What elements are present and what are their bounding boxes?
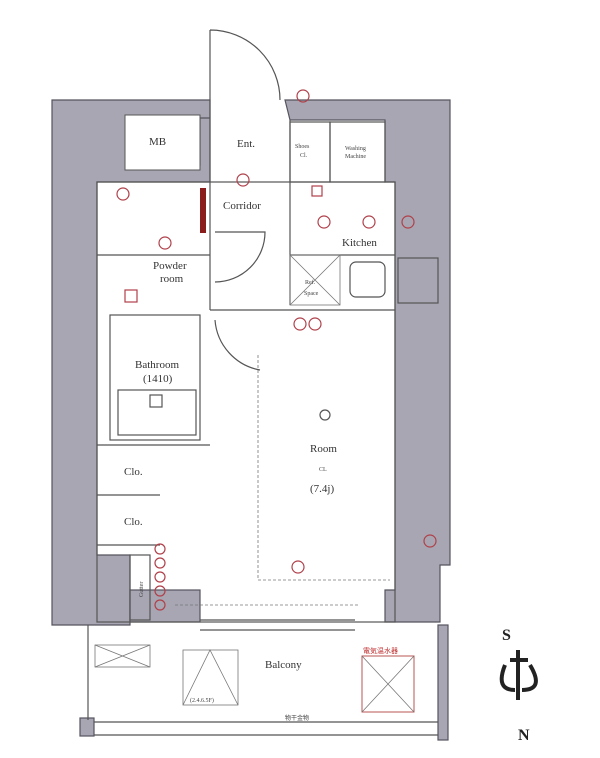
- label-ceiling-light: CL: [319, 467, 327, 473]
- label-bathroom-size: (1410): [143, 373, 173, 385]
- label-ref-space-2: Space: [304, 291, 319, 297]
- label-room-size: (7.4j): [310, 483, 334, 495]
- compass-icon: S N: [499, 627, 538, 744]
- label-ref-space-1: Ref.: [305, 279, 316, 286]
- label-room: Room: [310, 443, 337, 455]
- label-bathroom: Bathroom: [135, 359, 179, 371]
- electrical-fixtures: [116, 89, 437, 611]
- label-balcony: Balcony: [265, 659, 302, 671]
- compass-north: N: [518, 727, 530, 744]
- interior-walls: [96, 100, 439, 631]
- label-powder-room-2: room: [160, 273, 184, 285]
- label-kitchen: Kitchen: [342, 237, 377, 249]
- label-washing-machine-2: Machine: [345, 154, 366, 160]
- mb-box: [124, 114, 201, 171]
- label-laundry-hardware: 物干金物: [285, 714, 309, 722]
- electric-water-heater: [361, 655, 415, 713]
- label-gutter: Gutter: [139, 582, 145, 597]
- label-shoes-closet-1: Shoes: [295, 144, 310, 150]
- compass-south: S: [502, 627, 511, 644]
- label-mb: MB: [149, 136, 166, 148]
- label-powder-room-1: Powder: [153, 260, 187, 272]
- hatch-box: [94, 644, 151, 668]
- label-shoes-closet-2: Cl.: [300, 153, 308, 159]
- evacuation-hatch: [182, 649, 239, 706]
- label-corridor: Corridor: [223, 200, 261, 212]
- label-entrance: Ent.: [237, 138, 255, 150]
- walls: [51, 99, 451, 741]
- label-balcony-floors: (2.4.6.5F): [190, 697, 214, 704]
- label-washing-machine-1: Washing: [345, 146, 366, 152]
- label-closet-2: Clo.: [124, 516, 143, 528]
- entrance-door: [209, 29, 281, 101]
- label-closet-1: Clo.: [124, 466, 143, 478]
- label-water-heater: 電気温水器: [363, 646, 398, 655]
